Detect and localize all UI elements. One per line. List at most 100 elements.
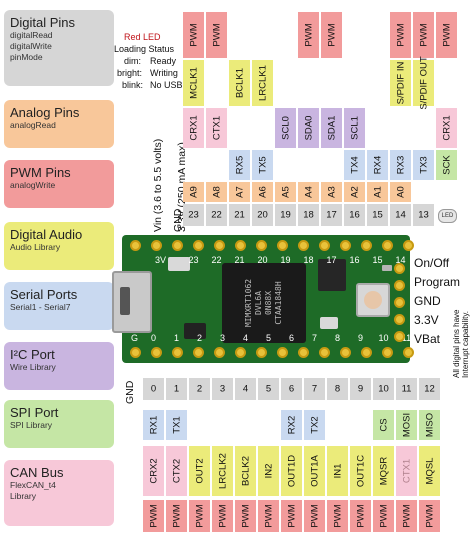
vin-label: Vin (3.6 to 5.5 volts) xyxy=(152,138,164,232)
silk-top-label: 22 xyxy=(211,255,222,265)
bottom-pin-label: 9 xyxy=(357,383,364,395)
bottom-pin-11: 11 xyxy=(396,378,417,400)
pin-hole xyxy=(319,347,330,358)
bottom-pin-7: 7 xyxy=(304,378,325,400)
bottom-audio-8: IN1 xyxy=(327,446,348,496)
bottom-pwm-label: PWM xyxy=(424,504,435,528)
top-pwm-1: PWM xyxy=(206,12,227,58)
bottom-pin-label: 10 xyxy=(378,383,389,395)
top-audio-9: S/PDIF IN xyxy=(390,60,411,106)
top-audio-label: LRCLK1 xyxy=(257,65,268,101)
program-button[interactable] xyxy=(356,283,390,317)
right-pin-label: GND xyxy=(414,294,441,308)
pin-hole xyxy=(172,240,183,251)
top-pwm-label: PWM xyxy=(441,23,452,47)
top-pwm-label: PWM xyxy=(418,23,429,47)
pin-hole xyxy=(277,240,288,251)
top-can-label: CTX1 xyxy=(211,115,222,141)
top-audio-label: MCLK1 xyxy=(188,67,199,99)
top-pin-label: 20 xyxy=(257,209,268,221)
silk-bottom-label: 8 xyxy=(334,333,340,343)
bottom-pwm-5: PWM xyxy=(258,500,279,532)
bottom-spi-label: MISO xyxy=(424,412,435,438)
bottom-pwm-label: PWM xyxy=(378,504,389,528)
bottom-audio-label: LRCLK2 xyxy=(217,453,228,489)
chip-marking: MIMXRT1062 DVL6A 0N88X CTAA1848H xyxy=(244,279,284,327)
top-i2c-label: SDA1 xyxy=(326,115,337,141)
legend-pwm-title: PWM Pins xyxy=(10,165,71,180)
top-analog-label: A8 xyxy=(211,186,222,198)
led-info-subtitle: Loading Status xyxy=(114,44,175,54)
regulator xyxy=(184,323,206,339)
top-serial-label: SCK xyxy=(441,155,452,175)
pin-hole xyxy=(235,347,246,358)
bottom-spi-12: MISO xyxy=(419,410,440,440)
legend-audio-subtitle: Audio Library xyxy=(10,242,61,252)
legend-can-subtitle: Library xyxy=(10,491,36,501)
bottom-pin-4: 4 xyxy=(235,378,256,400)
top-serial-label: RX3 xyxy=(395,155,406,175)
bottom-spi-10: CS xyxy=(373,410,394,440)
bottom-audio-6: OUT1D xyxy=(281,446,302,496)
top-pin-2: 21 xyxy=(229,204,250,226)
usb-connector xyxy=(112,271,152,333)
pin-hole xyxy=(151,347,162,358)
legend-i2c-subtitle: Wire Library xyxy=(10,362,56,372)
bottom-pin-3: 3 xyxy=(212,378,233,400)
bottom-pin-label: 8 xyxy=(334,383,341,395)
chip-line-1: DVL6A xyxy=(254,290,263,316)
top-analog-label: A4 xyxy=(303,186,314,198)
bottom-audio-2: OUT2 xyxy=(189,446,210,496)
top-audio-3: LRCLK1 xyxy=(252,60,273,106)
silk-bottom-label: 10 xyxy=(378,333,389,343)
led-badge: LED xyxy=(438,209,457,223)
bottom-audio-label: CTX1 xyxy=(401,458,412,484)
top-pin-label: 13 xyxy=(418,209,429,221)
legend-spi-title: SPI Port xyxy=(10,405,59,420)
top-analog-label: A3 xyxy=(326,186,337,198)
silk-bottom-label: G xyxy=(130,333,138,343)
bottom-pwm-1: PWM xyxy=(166,500,187,532)
right-pin-label: 3.3V xyxy=(414,313,439,327)
crystal-2 xyxy=(320,317,338,329)
program-button-cap[interactable] xyxy=(364,291,382,309)
bottom-audio-3: LRCLK2 xyxy=(212,446,233,496)
bottom-pin-9: 9 xyxy=(350,378,371,400)
top-i2c-label: SCL0 xyxy=(280,116,291,140)
bottom-pwm-6: PWM xyxy=(281,500,302,532)
bottom-pin-label: 1 xyxy=(173,383,180,395)
bottom-pin-2: 2 xyxy=(189,378,210,400)
pin-hole xyxy=(277,347,288,358)
top-serial-label: RX4 xyxy=(372,155,383,175)
chip-line-3: CTAA1848H xyxy=(274,281,283,325)
interrupt-note-line-0: All digital pins have xyxy=(452,309,461,378)
top-pin-9: 14 xyxy=(390,204,411,226)
silk-bottom-label: 7 xyxy=(311,333,317,343)
pin-hole xyxy=(394,280,405,291)
bottom-pin-label: 6 xyxy=(288,383,295,395)
led-info-row-2-val: No USB xyxy=(150,80,183,90)
chip-line-2: 0N88X xyxy=(264,290,273,316)
top-analog-label: A5 xyxy=(280,186,291,198)
top-pin-label: 14 xyxy=(395,209,406,221)
top-pin-label: 21 xyxy=(234,209,245,221)
pin-hole xyxy=(340,347,351,358)
silk-top-label: 21 xyxy=(234,255,245,265)
legend-digital-subtitle: digitalWrite xyxy=(10,41,52,51)
right-pin-label: Program xyxy=(414,275,461,289)
legend-digital-subtitle: pinMode xyxy=(10,52,43,62)
bottom-pin-5: 5 xyxy=(258,378,279,400)
silk-bottom-label: 9 xyxy=(357,333,363,343)
gnd-bottom-label: GND xyxy=(124,380,136,404)
top-serial-label: TX4 xyxy=(349,156,360,174)
top-audio-label: S/PDIF OUT xyxy=(418,56,429,110)
silk-bottom-label: 5 xyxy=(265,333,271,343)
top-pin-3: 20 xyxy=(252,204,273,226)
silk-top-label: 20 xyxy=(257,255,268,265)
bottom-audio-10: MQSR xyxy=(373,446,394,496)
bottom-audio-7: OUT1A xyxy=(304,446,325,496)
pin-hole xyxy=(256,240,267,251)
